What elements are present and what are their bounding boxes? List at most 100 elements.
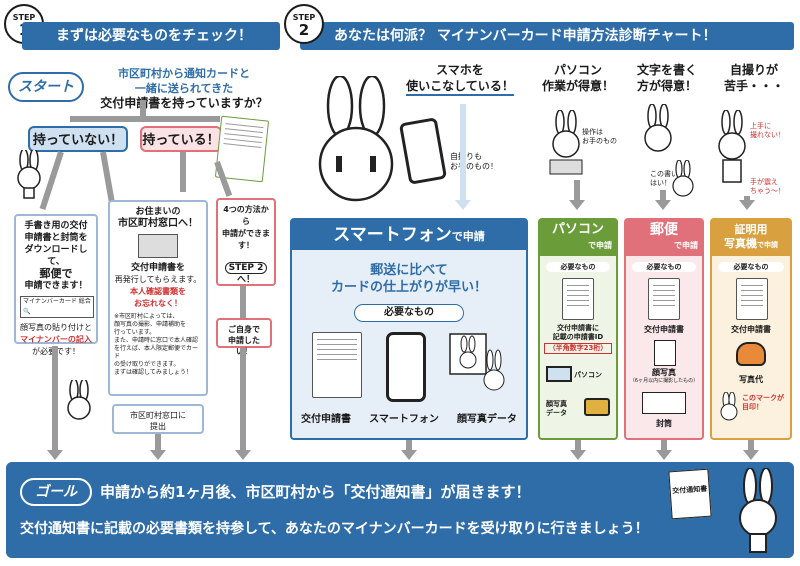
- office-fine4: また、申請時に窓口で本人確認: [114, 337, 199, 344]
- office-fine6: の受け取りができます。: [114, 361, 180, 368]
- smartphone-lead2: カードの仕上がりが早い！: [330, 280, 487, 295]
- smartphone-needed: 必要なもの: [354, 304, 464, 322]
- step2-badge-top: STEP: [292, 13, 316, 22]
- method-pc-suffix: で申請: [588, 241, 612, 250]
- method-mail-suffix: で申請: [674, 241, 698, 250]
- download-note2: マイナンバーの記入: [20, 335, 92, 344]
- office-fine1: ※市区町村によっては、: [114, 313, 179, 320]
- search-box: マイナンバーカード 総合 🔍: [20, 296, 94, 318]
- office-warn2: お忘れなく！: [134, 299, 182, 308]
- bubble-smartphone: スマホを 使いこなしている！: [396, 62, 524, 96]
- smartphone-item-labels: 交付申請書 スマートフォン 顔写真データ: [292, 410, 526, 425]
- notice-document-label: 交付通知書: [671, 484, 708, 496]
- photo-note1: 上手に: [750, 122, 771, 130]
- option-office-box: お住まいの 市区町村窓口へ！ 交付申請書を 再発行してもらえます。 本人確認書類…: [108, 200, 208, 396]
- mail-needed-label: 必要なもの: [646, 263, 682, 271]
- arrow-down-icon: [743, 450, 759, 460]
- method-smartphone-panel: スマートフォンで申請 郵送に比べて カードの仕上がりが早い！ 必要なもの 交付申…: [290, 218, 528, 440]
- arrow-down-icon: [570, 450, 586, 460]
- bubble-photo: 自撮りが 苦手・・・: [712, 62, 796, 94]
- flow-line: [660, 190, 666, 202]
- start-question-line2: 一緒に送られてきた: [134, 82, 234, 95]
- mascot-bunny-icon: [67, 380, 91, 420]
- mail-note2: はい！: [650, 179, 671, 187]
- pc-needed: 必要なもの: [546, 262, 610, 272]
- mail-item2-label: 顔写真: [652, 368, 676, 377]
- arrow-down-icon: [455, 200, 471, 210]
- pc-item3: 顔写真 データ: [546, 400, 567, 418]
- office-counter: 市区町村窓口に: [130, 411, 186, 420]
- photo-note-mark1: このマークが: [742, 394, 784, 402]
- method-photo-panel: 証明用 写真機で申請 必要なもの 交付申請書 写真代 このマークが 目印！: [710, 218, 792, 440]
- method-smartphone-header: スマートフォンで申請: [292, 220, 526, 250]
- download-line5: 申請できます！: [24, 281, 88, 291]
- step2-badge-num: 2: [298, 21, 310, 39]
- search-icon: 🔍: [23, 308, 31, 315]
- no-card-label: 持っていない！: [32, 133, 124, 148]
- goal-label: ゴール: [35, 484, 77, 500]
- mail-item3: 封筒: [656, 419, 672, 428]
- step1-badge-top: STEP: [12, 13, 36, 22]
- arrow-down-icon: [150, 450, 166, 460]
- mail-note1: この書い: [650, 170, 678, 178]
- start-question-line1: 市区町村から通知カードと: [118, 67, 250, 80]
- download-line4: 郵便で: [39, 267, 73, 280]
- photo-note2: 撮れない！: [750, 131, 785, 139]
- pc-item1b: 記載の申請書ID: [552, 333, 604, 341]
- smartphone-item: スマートフォン: [369, 414, 439, 425]
- pc-item3a: 顔写真: [546, 400, 567, 408]
- selfie-note2: お手のもの！: [450, 162, 498, 171]
- big-mascot-bunny-icon: [318, 76, 394, 202]
- mail-mascot-bunny-icon: [644, 104, 672, 152]
- office-fine2: 顔写真の撮影、申請補助を: [114, 321, 187, 328]
- no-card-pill: 持っていない！: [28, 126, 128, 152]
- start-label: スタート: [18, 79, 74, 95]
- flow-line: [155, 434, 161, 450]
- photo-mascot-bunny-icon: [718, 110, 746, 183]
- office-building-icon: [138, 234, 178, 258]
- bubble-photo-line1: 自撮りが: [729, 63, 778, 77]
- office-warn1: 本人確認書類を: [130, 287, 186, 296]
- method-pc-panel: パソコン で申請 必要なもの 交付申請書に 記載の申請書ID （半角数字23桁）…: [538, 218, 618, 440]
- photo-print-icon: [654, 340, 676, 366]
- method-photo-title1: 証明用: [734, 223, 768, 236]
- face-photo-icon: [449, 333, 505, 391]
- smartphone-device-icon: [386, 332, 426, 402]
- download-note1: 顔写真の貼り付けと: [20, 323, 92, 332]
- bubble-smartphone-line2: 使いこなしている！: [406, 78, 514, 96]
- mail-note: この書い はい！: [650, 170, 678, 188]
- flow-line: [460, 104, 466, 200]
- step1-title-bar: まずは必要なものをチェック！: [22, 22, 280, 50]
- flow-line: [240, 286, 246, 318]
- arrow-down-icon: [656, 450, 672, 460]
- application-form-icon: [312, 332, 362, 398]
- arrow-down-icon: [739, 200, 755, 210]
- mascot-bunny-icon: [17, 150, 41, 199]
- method-pc-header: パソコン で申請: [540, 220, 616, 256]
- pc-note1: 操作は: [582, 128, 603, 136]
- office-fine5: を行えば、本人限定郵便でカード: [114, 345, 199, 360]
- pc-needed-label: 必要なもの: [560, 263, 596, 271]
- photo-booth-mark-icon: [720, 392, 738, 421]
- flow-line: [140, 100, 146, 122]
- selfie-note1: 自撮りも: [450, 152, 482, 161]
- mail-needed: 必要なもの: [632, 262, 696, 272]
- photo-mark-note: このマークが 目印！: [742, 394, 784, 412]
- office-fine-print: ※市区町村によっては、 顔写真の撮影、申請補助を 行っています。 また、申請時に…: [114, 313, 202, 377]
- four-step-label: STEP 2: [224, 262, 268, 274]
- laptop-icon: [546, 366, 572, 382]
- application-form-icon: [736, 278, 768, 320]
- goal-line1: 申請から約1ヶ月後、市区町村から「交付通知書」が届きます！: [100, 483, 531, 501]
- goal-mascot-bunny-icon: [739, 468, 777, 553]
- office-reissue2: 再発行してもらえます。: [114, 275, 202, 284]
- bubble-mail: 文字を書く 方が得意！: [626, 62, 708, 94]
- bubble-photo-line2: 苦手・・・: [723, 79, 784, 93]
- step1-title: まずは必要なものをチェック！: [56, 28, 252, 44]
- coin-purse-icon: [736, 342, 766, 366]
- bubble-smartphone-line1: スマホを: [436, 63, 484, 77]
- application-form-icon: [648, 278, 680, 320]
- four-line2: 申請ができます！: [222, 229, 270, 250]
- start-badge: スタート: [8, 72, 84, 102]
- office-line2: 市区町村窓口へ！: [118, 218, 198, 229]
- pc-item1a: 交付申請書に: [557, 324, 599, 332]
